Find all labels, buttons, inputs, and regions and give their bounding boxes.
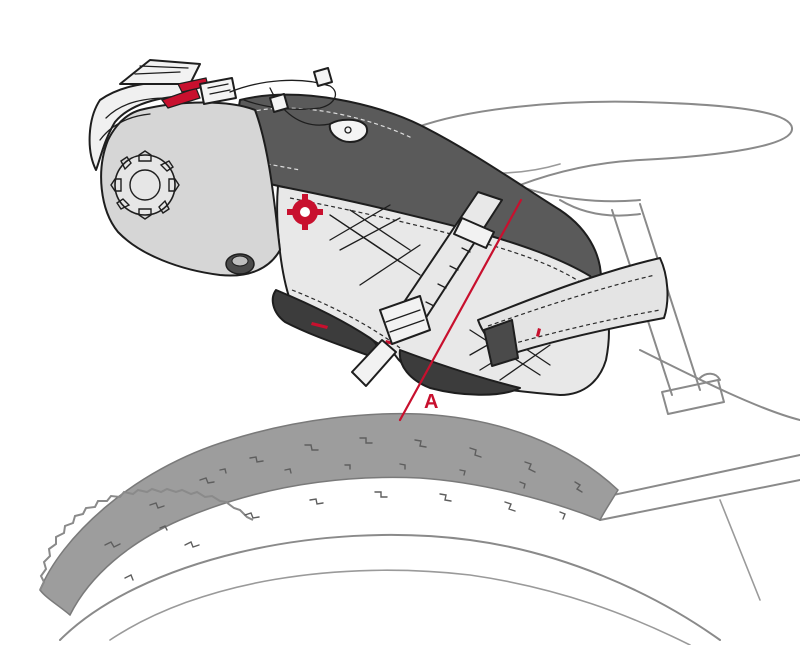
seat-bag [88,59,669,396]
purge-valve [225,253,255,275]
tire-tread [39,412,619,617]
measurement-line [398,198,523,422]
measurement-a: A [398,198,523,422]
gear-icon [110,150,180,220]
bag-rolltop [100,101,281,277]
bike-frame [59,203,800,645]
rear-tire [39,412,619,617]
brand-logo-icon [287,194,323,230]
measurement-label: A [424,391,438,413]
